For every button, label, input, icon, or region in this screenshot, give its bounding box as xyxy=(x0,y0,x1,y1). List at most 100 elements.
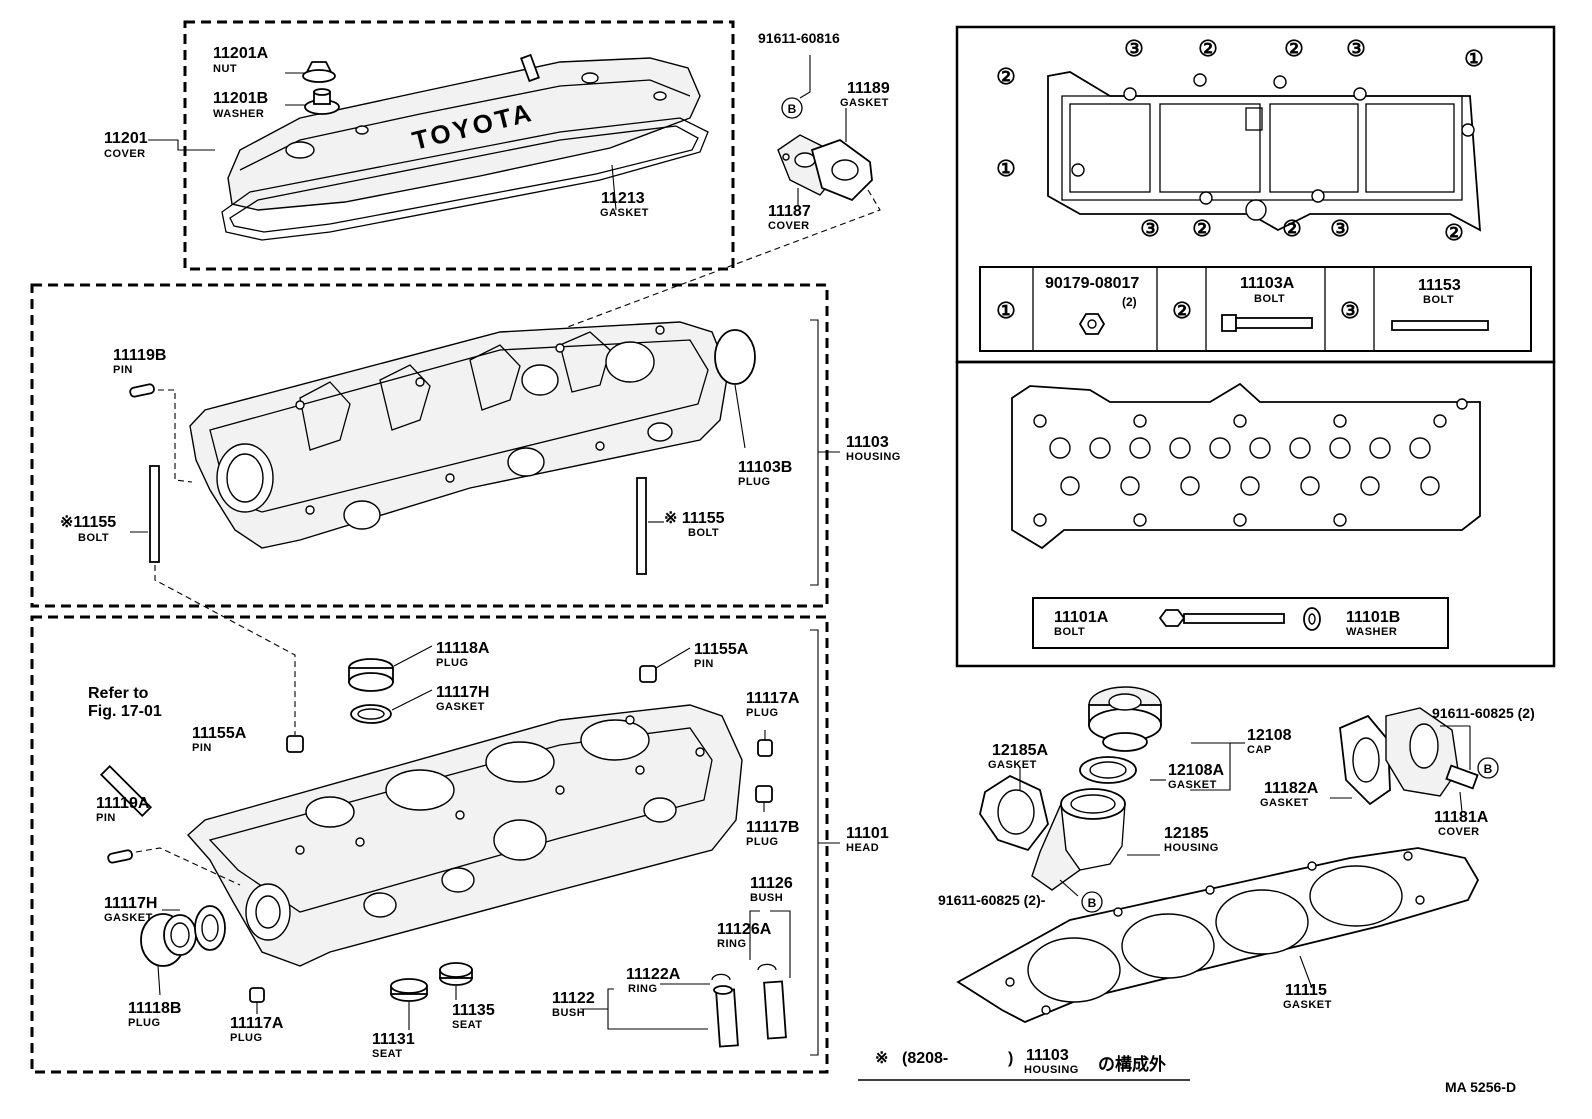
label-11201: 11201 xyxy=(104,130,148,147)
label-11182A-desc: GASKET xyxy=(1260,797,1309,809)
head-gasket-11115 xyxy=(956,847,1480,1023)
label-11155A-right-desc: PIN xyxy=(694,658,714,670)
gasket-11189 xyxy=(810,138,873,202)
label-11155A-left: 11155A xyxy=(192,725,247,742)
bolt-table-key-3: ③ xyxy=(1340,298,1360,323)
label-12185A-desc: GASKET xyxy=(988,759,1037,771)
label-11117A-bottom-desc: PLUG xyxy=(230,1032,263,1044)
nut-11201A xyxy=(302,61,336,83)
gasket-11182A xyxy=(1339,714,1391,806)
label-11119B-desc: PIN xyxy=(113,364,133,376)
label-11101: 11101 xyxy=(846,825,889,842)
footnote-close: ) xyxy=(1008,1050,1013,1067)
label-11118A: 11118A xyxy=(436,640,490,657)
bolt-11101A xyxy=(1158,609,1285,627)
cam-housing-bolt-pattern xyxy=(1047,71,1482,232)
marker-1-b: ① xyxy=(996,156,1016,181)
label-11201B: 11201B xyxy=(213,90,268,107)
marker-3-b: ③ xyxy=(1346,36,1366,61)
seat-11131 xyxy=(390,978,428,1002)
label-12185-desc: HOUSING xyxy=(1164,842,1219,854)
label-11126A: 11126A xyxy=(717,921,772,938)
label-11201A-desc: NUT xyxy=(213,63,237,75)
label-12108: 12108 xyxy=(1247,727,1292,744)
stud-bolt-11155-right xyxy=(636,477,647,575)
label-11103: 11103 xyxy=(846,434,889,451)
cover-11181A xyxy=(1385,707,1479,797)
pin-11155A-right xyxy=(639,665,657,683)
diagram-id: MA 5256-D xyxy=(1445,1079,1516,1095)
pin-11155A-left xyxy=(286,735,304,753)
marker-3-d: ③ xyxy=(1330,216,1350,241)
plug-11103B xyxy=(714,329,756,385)
label-11213: 11213 xyxy=(601,190,645,207)
label-11201B-desc: WASHER xyxy=(213,108,264,120)
marker-2-e: ② xyxy=(1282,216,1302,241)
label-11126-desc: BUSH xyxy=(750,892,783,904)
label-11118B: 11118B xyxy=(128,1000,181,1017)
pin-11119A xyxy=(107,849,133,864)
label-11189: 11189 xyxy=(847,80,890,97)
label-91611-60816: 91611-60816 xyxy=(758,30,840,46)
footnote: ※ (8208- ) 11103 HOUSING の構成外 xyxy=(858,1047,1190,1081)
footnote-mark: ※ xyxy=(875,1050,888,1067)
label-11135: 11135 xyxy=(452,1002,495,1019)
marker-b-bottom xyxy=(1081,891,1103,913)
bolt-table-desc-3: BOLT xyxy=(1423,294,1454,306)
stud-11153 xyxy=(1391,320,1489,331)
label-91611-60825-right: 91611-60825 (2) xyxy=(1432,705,1535,721)
plug-11118B xyxy=(140,913,197,967)
marker-2-f: ② xyxy=(1444,220,1464,245)
label-11101-desc: HEAD xyxy=(846,842,879,854)
label-11103B: 11103B xyxy=(738,459,792,476)
label-11117B: 11117B xyxy=(746,819,799,836)
plug-11117A-right xyxy=(757,739,773,757)
cam-housing-11103 xyxy=(189,321,729,549)
label-11182A: 11182A xyxy=(1264,780,1319,797)
label-11122A: 11122A xyxy=(626,966,681,983)
stud-bolt-11155-left xyxy=(149,465,160,563)
label-11131-desc: SEAT xyxy=(372,1048,403,1060)
head-bolt-box xyxy=(955,360,1556,668)
label-11101B-desc: WASHER xyxy=(1346,626,1397,638)
label-11101A-desc: BOLT xyxy=(1054,626,1085,638)
bolt-table: ① 90179-08017 (2) ② 11103A BOLT ③ 11153 … xyxy=(979,266,1532,352)
label-11155-left-desc: BOLT xyxy=(78,532,109,544)
label-12185: 12185 xyxy=(1164,825,1209,842)
marker-3-c: ③ xyxy=(1140,216,1160,241)
label-11126A-desc: RING xyxy=(717,938,747,950)
label-11117A-right-desc: PLUG xyxy=(746,707,779,719)
label-12108A-desc: GASKET xyxy=(1168,779,1217,791)
label-11201A: 11201A xyxy=(213,45,269,62)
label-11117B-desc: PLUG xyxy=(746,836,779,848)
marker-3-a: ③ xyxy=(1124,36,1144,61)
label-11115: 11115 xyxy=(1285,982,1327,999)
plug-11117A-bottom xyxy=(249,987,265,1003)
label-12108-desc: CAP xyxy=(1247,744,1272,756)
cam-housing-group-frame xyxy=(30,283,829,608)
valve-cover-group-frame xyxy=(183,20,735,271)
footnote-jp: の構成外 xyxy=(1098,1054,1166,1074)
cylinder-head-11101 xyxy=(187,704,743,967)
label-11155-right-desc: BOLT xyxy=(688,527,719,539)
label-11155A-right: 11155A xyxy=(694,641,749,658)
pin-11119B xyxy=(129,383,155,398)
label-11187: 11187 xyxy=(768,203,811,220)
housing-12185 xyxy=(1031,788,1126,891)
label-11155-left: ※11155 xyxy=(60,514,116,531)
label-11181A-desc: COVER xyxy=(1438,826,1480,838)
label-11118B-desc: PLUG xyxy=(128,1017,161,1029)
bolt-table-key-1: ① xyxy=(996,298,1016,323)
label-11117A-right: 11117A xyxy=(746,690,800,707)
plug-11118A xyxy=(348,658,394,692)
marker-2-d: ② xyxy=(1192,216,1212,241)
seat-11135 xyxy=(439,962,473,986)
label-11122A-desc: RING xyxy=(628,983,658,995)
bolt-table-desc-2: BOLT xyxy=(1254,293,1285,305)
cylinder-head-group-frame xyxy=(30,615,829,1074)
label-11117H-bottom-desc: GASKET xyxy=(104,912,153,924)
bolt-table-part-2: 11103A xyxy=(1240,275,1295,292)
bush-11122 xyxy=(715,988,739,1048)
label-11126: 11126 xyxy=(750,875,793,892)
